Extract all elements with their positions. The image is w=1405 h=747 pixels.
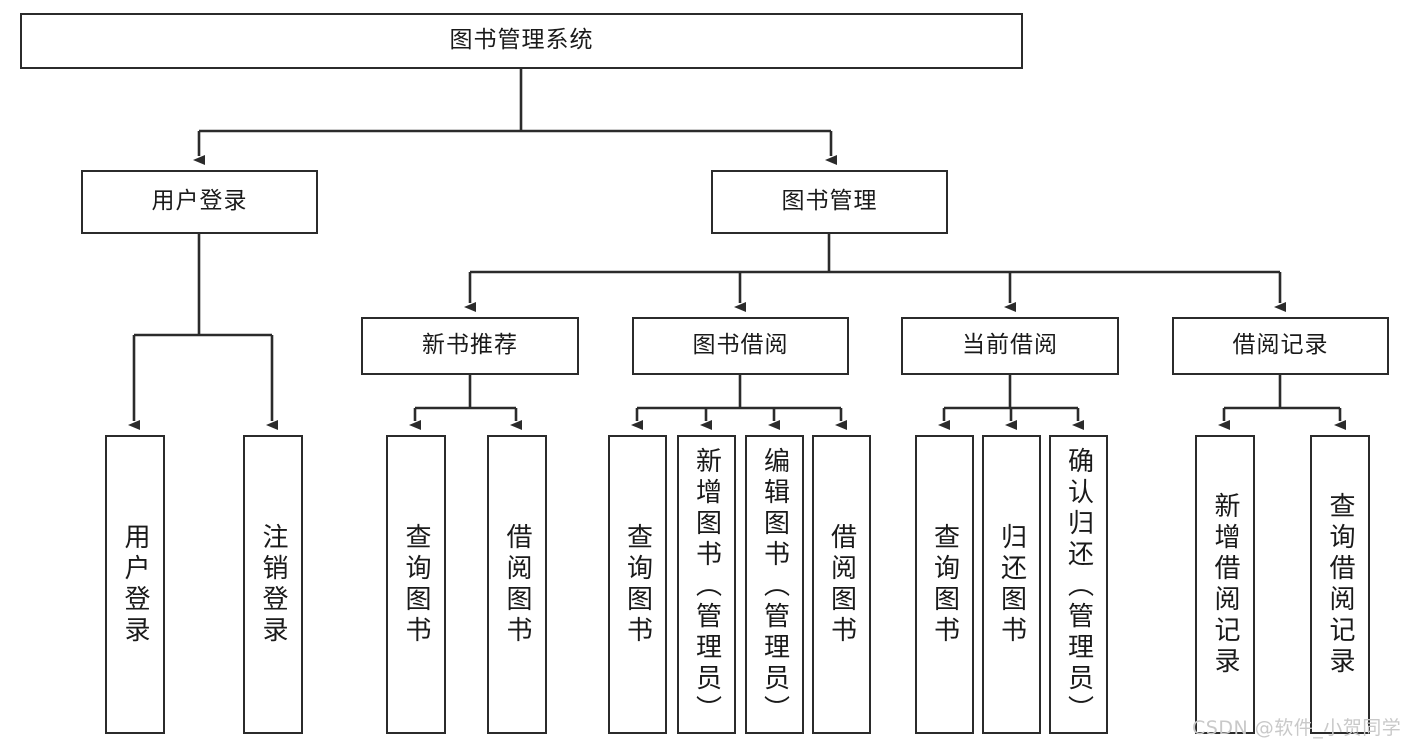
leaf-logout-login[interactable]: 注销登录 xyxy=(243,435,303,734)
node-label: 归还图书 xyxy=(996,522,1027,647)
leaf-borrow-book-1[interactable]: 借阅图书 xyxy=(487,435,547,734)
node-label: 新增借阅记录 xyxy=(1210,491,1240,678)
node-label: 当前借阅 xyxy=(962,332,1058,359)
leaf-query-book-2[interactable]: 查询图书 xyxy=(608,435,667,734)
node-book-manage[interactable]: 图书管理 xyxy=(711,170,948,234)
leaf-user-login[interactable]: 用户登录 xyxy=(105,435,165,734)
node-label: 查询借阅记录 xyxy=(1325,491,1355,678)
node-borrow-record[interactable]: 借阅记录 xyxy=(1172,317,1389,375)
node-label: 借阅记录 xyxy=(1232,332,1329,359)
node-label: 新书推荐 xyxy=(422,332,518,359)
leaf-query-record[interactable]: 查询借阅记录 xyxy=(1310,435,1370,734)
node-label: 编辑图书（管理员） xyxy=(759,447,790,726)
node-current-borrow[interactable]: 当前借阅 xyxy=(901,317,1119,375)
node-label: 图书管理 xyxy=(781,188,878,215)
node-label: 查询图书 xyxy=(929,522,960,647)
leaf-edit-book[interactable]: 编辑图书（管理员） xyxy=(745,435,804,734)
node-label: 借阅图书 xyxy=(502,522,532,647)
node-label: 注销登录 xyxy=(258,522,288,647)
node-label: 确认归还（管理员） xyxy=(1063,447,1094,726)
leaf-query-book-3[interactable]: 查询图书 xyxy=(915,435,974,734)
node-label: 图书借阅 xyxy=(692,332,789,359)
node-new-book-recommend[interactable]: 新书推荐 xyxy=(361,317,579,375)
node-book-borrow[interactable]: 图书借阅 xyxy=(632,317,849,375)
leaf-query-book-1[interactable]: 查询图书 xyxy=(386,435,446,734)
leaf-return-book[interactable]: 归还图书 xyxy=(982,435,1041,734)
node-label: 新增图书（管理员） xyxy=(691,447,722,726)
node-label: 用户登录 xyxy=(151,188,248,215)
node-label: 图书管理系统 xyxy=(449,27,594,54)
leaf-add-record[interactable]: 新增借阅记录 xyxy=(1195,435,1255,734)
leaf-confirm-return[interactable]: 确认归还（管理员） xyxy=(1049,435,1108,734)
node-label: 查询图书 xyxy=(401,522,431,647)
node-root-system[interactable]: 图书管理系统 xyxy=(20,13,1023,69)
leaf-add-book[interactable]: 新增图书（管理员） xyxy=(677,435,736,734)
node-label: 借阅图书 xyxy=(826,522,857,647)
node-label: 查询图书 xyxy=(622,522,653,647)
node-label: 用户登录 xyxy=(120,522,150,647)
csdn-watermark: CSDN @软件_小贺同学 xyxy=(1192,717,1402,739)
node-user-login[interactable]: 用户登录 xyxy=(81,170,318,234)
leaf-borrow-book-2[interactable]: 借阅图书 xyxy=(812,435,871,734)
